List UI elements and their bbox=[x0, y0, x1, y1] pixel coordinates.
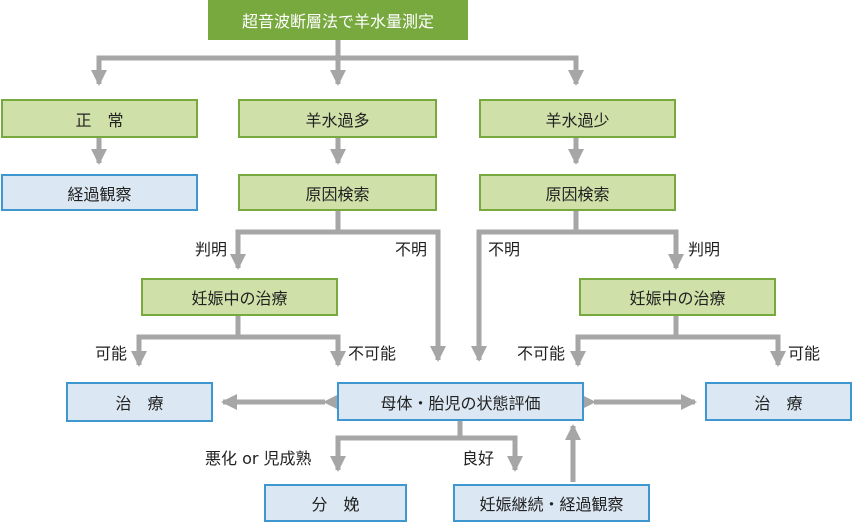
cause-right-label: 原因検索 bbox=[545, 184, 610, 204]
arrow-preg-left-possible bbox=[131, 316, 241, 367]
delivery-label: 分 娩 bbox=[311, 495, 360, 514]
delivery-box: 分 娩 bbox=[264, 484, 407, 522]
preg-treatment-left-box: 妊娠中の治療 bbox=[141, 278, 338, 316]
arrow-preg-right-impossible bbox=[570, 316, 679, 367]
arrow-root-to-oligo bbox=[338, 55, 584, 86]
polyhydramnios-box: 羊水過多 bbox=[238, 99, 437, 138]
preg-treatment-right-box: 妊娠中の治療 bbox=[579, 278, 776, 316]
label-identified-right: 判明 bbox=[688, 240, 721, 259]
arrow-preg-left-impossible bbox=[238, 334, 346, 367]
label-possible-left: 可能 bbox=[95, 344, 128, 363]
treatment-left-label: 治 療 bbox=[115, 394, 164, 413]
root-box: 超音波断層法で羊水量測定 bbox=[208, 0, 468, 40]
observe-box: 経過観察 bbox=[1, 174, 198, 211]
arrow-cause-left-unknown bbox=[338, 229, 446, 362]
normal-label: 正 常 bbox=[75, 110, 124, 130]
arrow-assess-to-delivery bbox=[330, 421, 463, 472]
preg-treatment-left-label: 妊娠中の治療 bbox=[191, 289, 288, 308]
cause-right-box: 原因検索 bbox=[479, 174, 676, 211]
continue-label: 妊娠継続・経過観察 bbox=[479, 495, 624, 514]
arrow-preg-right-possible bbox=[676, 334, 786, 367]
root-label: 超音波断層法で羊水量測定 bbox=[241, 12, 434, 31]
observe-label: 経過観察 bbox=[67, 184, 132, 204]
label-good: 良好 bbox=[462, 449, 495, 468]
label-unknown-left: 不明 bbox=[395, 240, 428, 259]
polyhydramnios-label: 羊水過多 bbox=[305, 110, 370, 130]
assessment-box: 母体・胎児の状態評価 bbox=[337, 382, 584, 421]
label-impossible-right: 不可能 bbox=[517, 344, 566, 363]
oligohydramnios-box: 羊水過少 bbox=[479, 99, 676, 138]
arrow-cause-left-identified bbox=[230, 211, 341, 270]
arrow-cause-right-unknown bbox=[471, 211, 579, 362]
arrow-root-to-normal bbox=[91, 40, 341, 86]
preg-treatment-right-label: 妊娠中の治療 bbox=[629, 289, 726, 308]
treatment-right-box: 治 療 bbox=[705, 382, 852, 421]
assessment-label: 母体・胎児の状態評価 bbox=[380, 393, 541, 413]
treatment-left-box: 治 療 bbox=[66, 382, 213, 422]
label-unknown-right: 不明 bbox=[488, 240, 521, 259]
label-identified-left: 判明 bbox=[195, 240, 228, 259]
normal-box: 正 常 bbox=[1, 99, 198, 138]
continue-box: 妊娠継続・経過観察 bbox=[453, 484, 650, 522]
label-impossible-left: 不可能 bbox=[348, 344, 397, 363]
oligohydramnios-label: 羊水過少 bbox=[545, 110, 610, 130]
arrow-assess-to-continue bbox=[460, 435, 523, 472]
label-worse: 悪化 or 児成熟 bbox=[205, 449, 312, 468]
treatment-right-label: 治 療 bbox=[754, 393, 803, 413]
cause-left-box: 原因検索 bbox=[238, 174, 437, 211]
label-possible-right: 可能 bbox=[788, 344, 821, 363]
cause-left-label: 原因検索 bbox=[305, 184, 370, 204]
arrow-cause-right-identified bbox=[576, 229, 684, 270]
